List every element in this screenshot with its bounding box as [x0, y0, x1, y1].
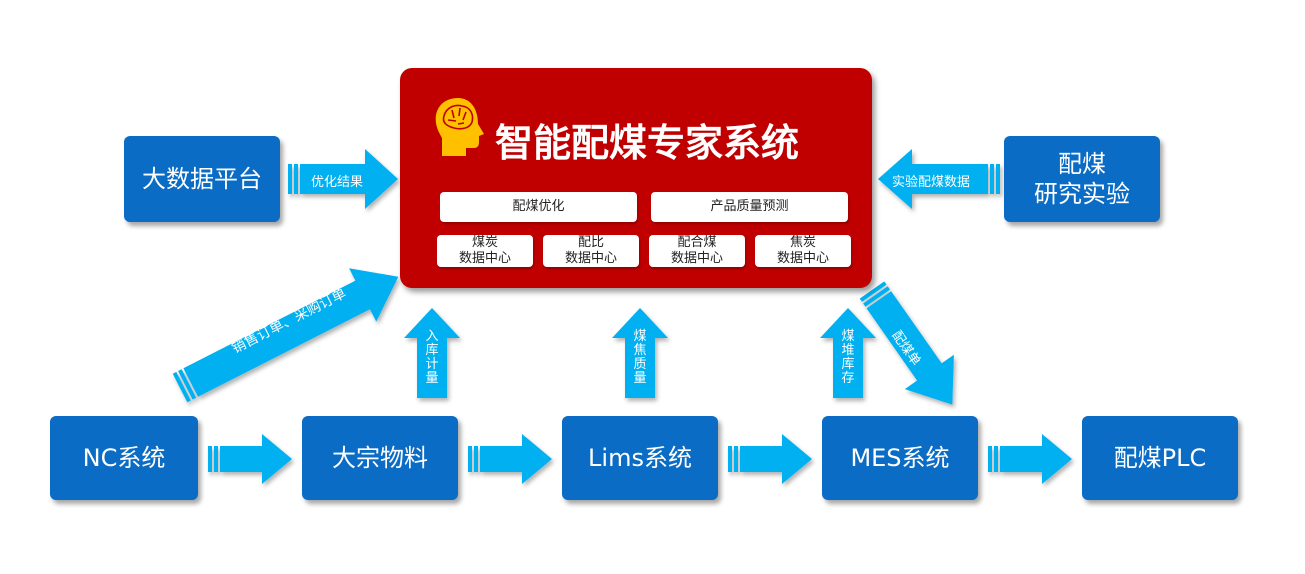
data-center-blend-coal: 配合煤数据中心: [649, 235, 745, 267]
label-experiment-data: 实验配煤数据: [892, 175, 971, 190]
arrow-nc-to-material: [208, 434, 292, 484]
data-center-blend-coal-line1: 配合煤: [677, 235, 717, 251]
research-lab-box: 配煤 研究实验: [1004, 136, 1160, 222]
data-center-coke: 焦炭数据中心: [755, 235, 851, 267]
bulk-material-box: 大宗物料: [302, 416, 458, 500]
label-stock: 煤堆库存: [841, 329, 855, 386]
data-center-ratio-line1: 配比: [577, 235, 604, 251]
label-inbound: 入库计量: [425, 329, 439, 386]
arrow-quality-up: [612, 308, 668, 398]
data-center-blend-coal-line2: 数据中心: [670, 251, 723, 266]
nc-system-box: NC系统: [50, 416, 198, 500]
data-center-ratio: 配比数据中心: [543, 235, 639, 267]
mes-system-box: MES系统: [822, 416, 978, 500]
big-data-platform-label: 大数据平台: [142, 165, 262, 193]
arrow-orders-diagonal: [172, 268, 399, 403]
expert-system-core: 智能配煤专家系统 配煤优化 产品质量预测 煤炭数据中心 配比数据中心 配合煤数据…: [400, 68, 872, 288]
expert-system-title: 智能配煤专家系统: [495, 121, 800, 165]
data-center-coke-line2: 数据中心: [776, 251, 829, 266]
research-lab-line1: 配煤: [1058, 150, 1106, 178]
data-center-coal-line1: 煤炭: [471, 235, 498, 251]
label-optimize-result: 优化结果: [311, 175, 364, 190]
label-quality: 煤焦质量: [633, 329, 647, 386]
arrow-mes-to-plc: [988, 434, 1072, 484]
module-quality-prediction: 产品质量预测: [651, 192, 848, 222]
blend-plc-label: 配煤PLC: [1113, 444, 1207, 472]
arrow-research-to-core: [878, 149, 1000, 209]
arrow-inbound-up: [404, 308, 460, 398]
arrow-blend-diagonal: [859, 281, 954, 405]
brain-head-icon: [435, 98, 484, 156]
arrow-stock-up: [820, 308, 876, 398]
module-blend-optimization: 配煤优化: [440, 192, 637, 222]
arrow-material-to-lims: [468, 434, 552, 484]
mes-system-label: MES系统: [850, 444, 950, 472]
arrow-bigdata-to-core: [288, 149, 398, 209]
lims-system-box: Lims系统: [562, 416, 718, 500]
data-center-ratio-line2: 数据中心: [564, 251, 617, 266]
nc-system-label: NC系统: [82, 444, 166, 472]
big-data-platform-box: 大数据平台: [124, 136, 280, 222]
research-lab-line2: 研究实验: [1034, 180, 1130, 208]
data-center-coke-line1: 焦炭: [789, 235, 816, 251]
lims-system-label: Lims系统: [588, 444, 692, 472]
arrow-lims-to-mes: [728, 434, 812, 484]
blend-plc-box: 配煤PLC: [1082, 416, 1238, 500]
bulk-material-label: 大宗物料: [332, 444, 428, 472]
data-center-coal-line2: 数据中心: [458, 251, 511, 266]
data-center-coal: 煤炭数据中心: [437, 235, 533, 267]
